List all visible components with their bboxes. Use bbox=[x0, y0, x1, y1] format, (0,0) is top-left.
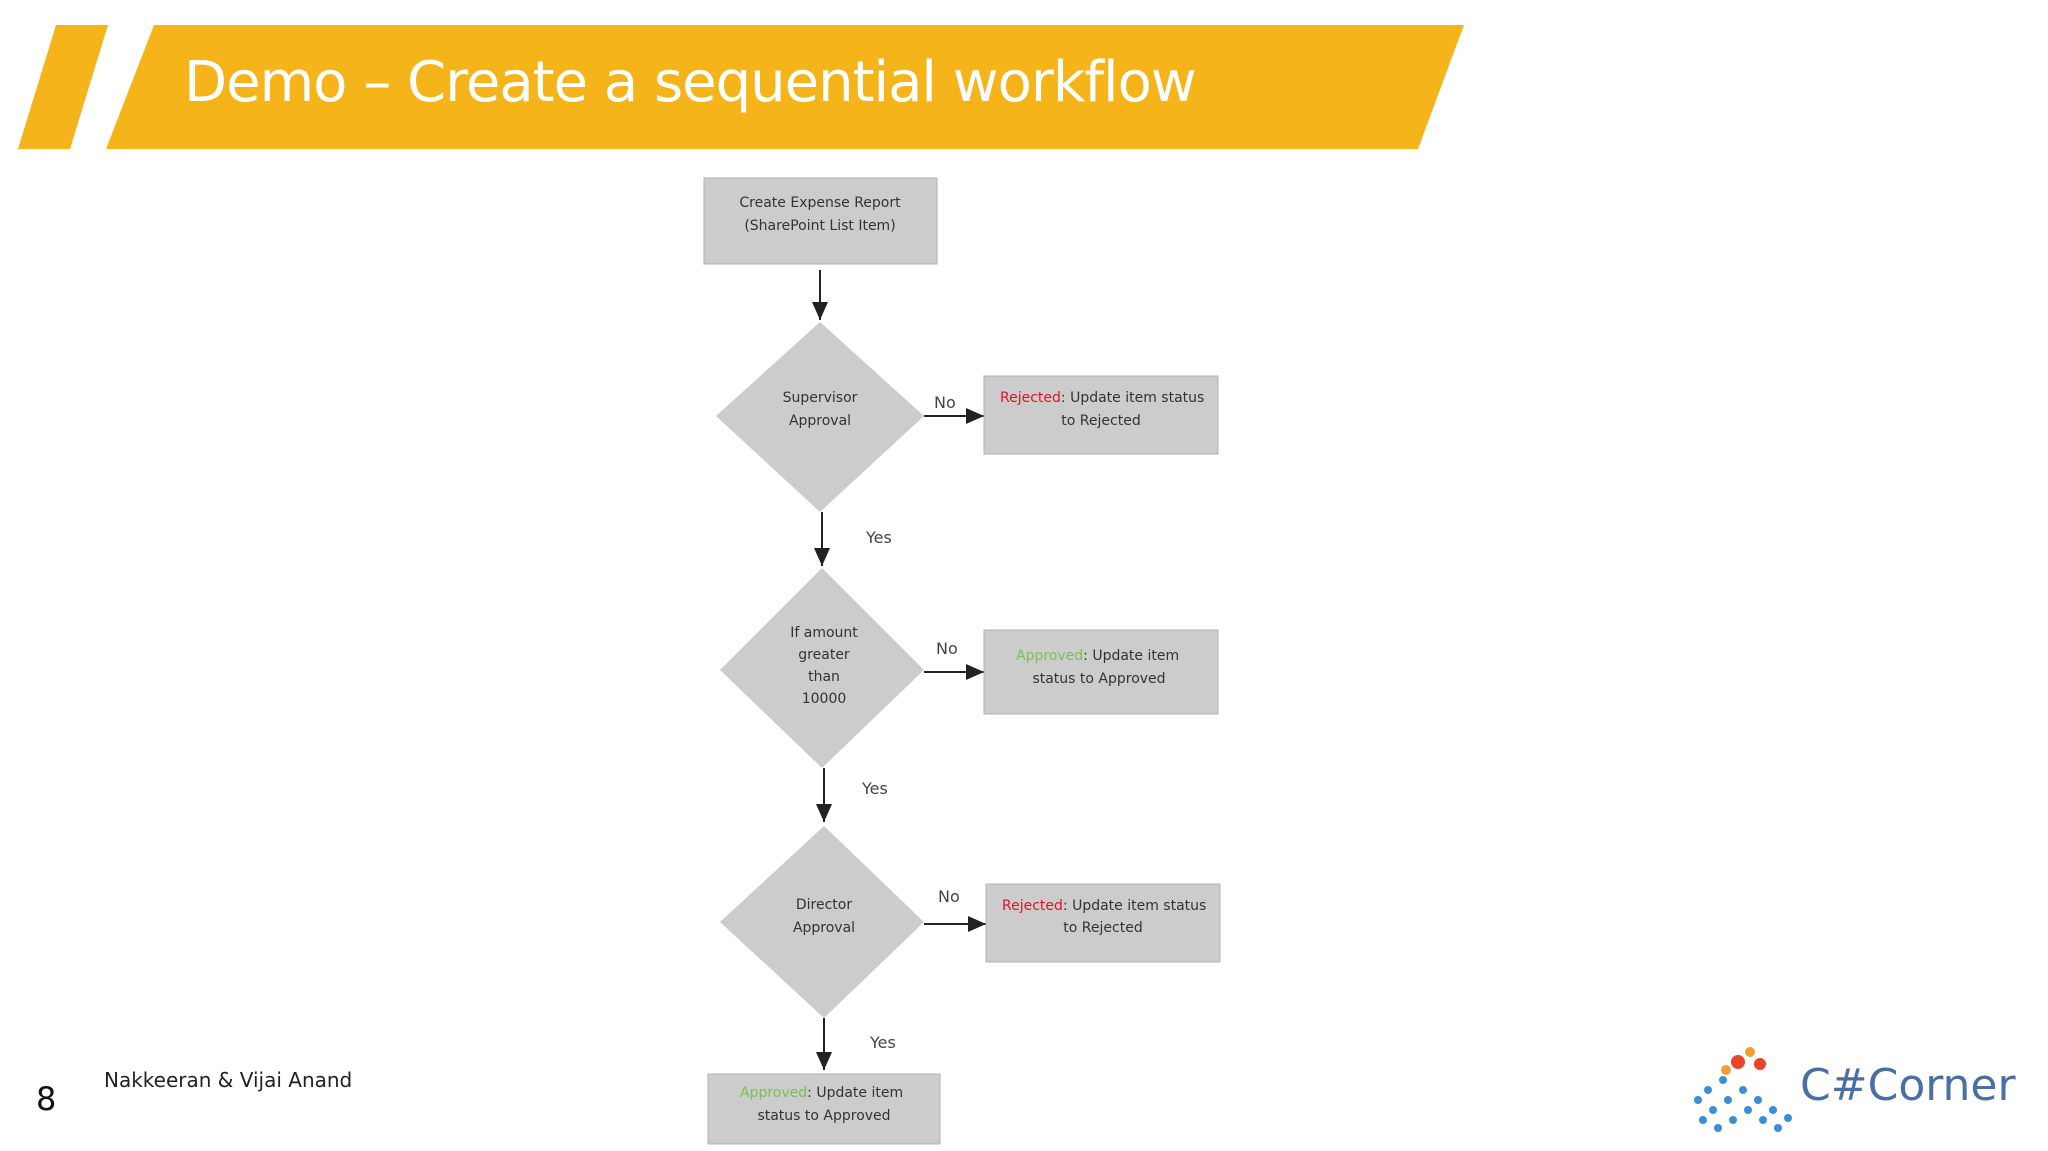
outcome2-line1: Approved: Update item bbox=[1016, 648, 1179, 664]
label-no-1: No bbox=[934, 393, 956, 412]
page-number: 8 bbox=[36, 1080, 57, 1118]
start-text-1: Create Expense Report bbox=[739, 195, 901, 211]
decision2-text-4: 10000 bbox=[802, 691, 847, 707]
label-yes-3: Yes bbox=[869, 1033, 896, 1052]
outcome2-line1-text: : Update item bbox=[1083, 648, 1179, 664]
outcome1-line2: to Rejected bbox=[1061, 413, 1140, 429]
outcome-rejected-2 bbox=[985, 883, 1221, 963]
slide-title: Demo – Create a sequential workflow bbox=[184, 50, 1197, 115]
outcome3-line1-text: : Update item status bbox=[1063, 898, 1206, 914]
outcome3-line1: Rejected: Update item status bbox=[1002, 898, 1206, 914]
outcome4-line2: status to Approved bbox=[757, 1108, 890, 1124]
decision1-text-2: Approval bbox=[789, 413, 851, 429]
decision-amount bbox=[720, 568, 924, 768]
outcome3-line2: to Rejected bbox=[1063, 920, 1142, 936]
label-no-2: No bbox=[936, 639, 958, 658]
start-box bbox=[703, 177, 938, 265]
outcome-rejected-1 bbox=[983, 375, 1219, 455]
author-credit: Nakkeeran & Vijai Anand bbox=[104, 1068, 353, 1092]
outcome2-line2: status to Approved bbox=[1032, 671, 1165, 687]
outcome4-line1-text: : Update item bbox=[807, 1085, 903, 1101]
logo-wordmark: C#Corner bbox=[1800, 1060, 2016, 1111]
csharp-corner-logo-icon bbox=[1694, 1047, 1792, 1132]
outcome-approved-1 bbox=[983, 629, 1219, 715]
label-yes-2: Yes bbox=[861, 779, 888, 798]
start-text-2: (SharePoint List Item) bbox=[744, 218, 895, 234]
outcome3-status: Rejected bbox=[1002, 898, 1063, 914]
outcome1-line1: Rejected: Update item status bbox=[1000, 390, 1204, 406]
decision1-text-1: Supervisor bbox=[783, 390, 858, 406]
decision2-text-2: greater bbox=[798, 647, 850, 663]
decision3-text-1: Director bbox=[796, 897, 852, 913]
outcome4-status: Approved bbox=[740, 1085, 807, 1101]
decision-supervisor bbox=[716, 322, 924, 512]
label-no-3: No bbox=[938, 887, 960, 906]
decision3-text-2: Approval bbox=[793, 920, 855, 936]
decision2-text-3: than bbox=[808, 669, 840, 685]
outcome2-status: Approved bbox=[1016, 648, 1083, 664]
outcome-approved-2 bbox=[707, 1073, 941, 1145]
outcome1-line1-text: : Update item status bbox=[1061, 390, 1204, 406]
outcome1-status: Rejected bbox=[1000, 390, 1061, 406]
label-yes-1: Yes bbox=[865, 528, 892, 547]
outcome4-line1: Approved: Update item bbox=[740, 1085, 903, 1101]
decision2-text-1: If amount bbox=[790, 625, 858, 641]
decision-director bbox=[720, 826, 924, 1018]
